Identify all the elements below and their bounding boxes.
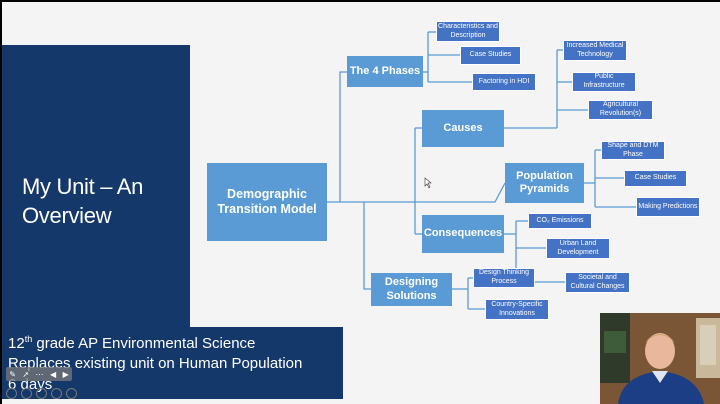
leaf-factoring-hdi: Factoring in HDI: [472, 73, 536, 91]
leaf-co2-emissions: CO₂ Emissions: [528, 213, 592, 229]
forward-control-icon[interactable]: [21, 388, 32, 399]
leaf-country-innovations: Country-Specific Innovations: [485, 299, 549, 320]
slides-control-icon[interactable]: [36, 388, 47, 399]
more-icon[interactable]: ⋯: [35, 369, 44, 379]
back-control-icon[interactable]: [6, 388, 17, 399]
presenter-figure: [600, 313, 720, 404]
leaf-making-predictions: Making Predictions: [636, 197, 700, 217]
slideshow-controls[interactable]: [6, 388, 77, 399]
leaf-case-studies-pyramids: Case Studies: [624, 170, 687, 187]
pen-icon[interactable]: ✎: [9, 369, 16, 379]
node-the-4-phases: The 4 Phases: [347, 56, 423, 87]
leaf-shape-dtm-phase: Shape and DTM Phase: [601, 141, 665, 160]
node-population-pyramids: Population Pyramids: [505, 163, 584, 203]
leaf-design-thinking: Design Thinking Process: [473, 268, 535, 288]
webcam-video: [600, 313, 720, 404]
node-causes: Causes: [422, 110, 504, 147]
prev-icon[interactable]: ◀: [49, 369, 57, 379]
mouse-cursor-icon: [424, 177, 432, 189]
slide-title: My Unit – An Overview: [22, 174, 144, 228]
caption-line-grade: 12th grade AP Environmental Science: [8, 334, 256, 352]
leaf-public-infrastructure: Public Infrastructure: [572, 72, 636, 92]
top-border: [0, 0, 720, 2]
options-control-icon[interactable]: [66, 388, 77, 399]
node-designing-solutions: Designing Solutions: [371, 273, 452, 306]
leaf-case-studies-phases: Case Studies: [460, 46, 521, 65]
next-icon[interactable]: ▶: [62, 369, 69, 379]
zoom-control-icon[interactable]: [51, 388, 62, 399]
leaf-urban-land-development: Urban Land Development: [546, 238, 610, 259]
presenter-toolbar[interactable]: ✎ ➚ ⋯ ◀ ▶: [6, 367, 72, 381]
leaf-characteristics: Characteristics and Description: [436, 21, 500, 42]
caption-line-replaces: Replaces existing unit on Human Populati…: [8, 355, 303, 372]
pointer-icon[interactable]: ➚: [22, 369, 30, 379]
leaf-medical-technology: Increased Medical Technology: [563, 40, 627, 61]
leaf-societal-cultural-changes: Societal and Cultural Changes: [565, 272, 630, 293]
title-panel: [2, 45, 190, 327]
root-node: Demographic Transition Model: [207, 163, 327, 241]
node-consequences: Consequences: [422, 215, 504, 253]
caption-box: 12th grade AP Environmental Science Repl…: [2, 327, 343, 399]
leaf-agricultural-revolution: Agricultural Revolution(s): [588, 100, 653, 120]
